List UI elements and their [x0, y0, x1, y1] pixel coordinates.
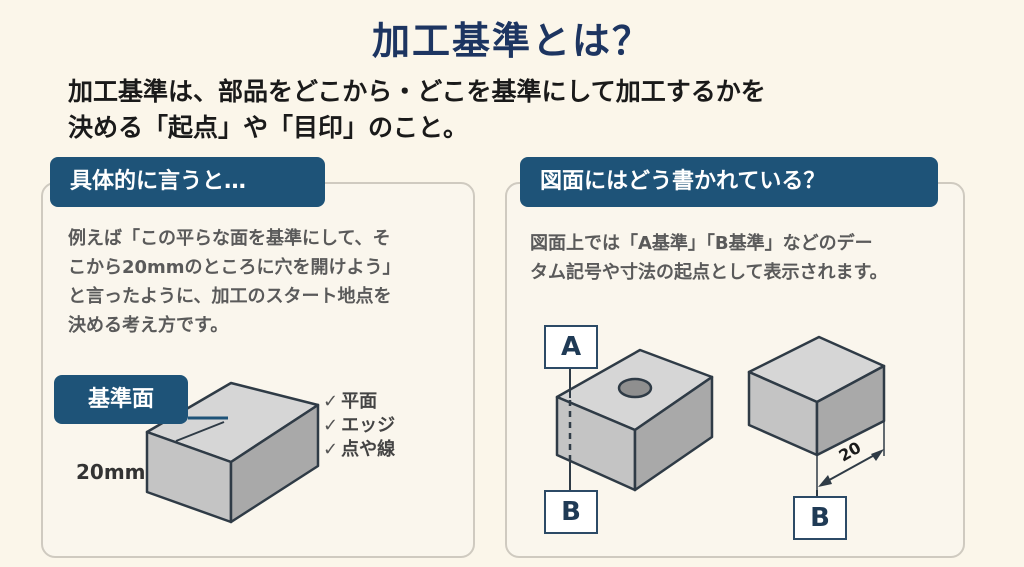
checklist-item-label: エッジ	[341, 415, 396, 436]
block-with-hole	[555, 348, 714, 492]
desc-line: 図面上では「A基準」「B基準」などのデー	[530, 233, 873, 254]
datum-a-box: A	[544, 325, 598, 369]
check-icon: ✓	[323, 415, 339, 436]
checklist-item: ✓平面	[323, 390, 395, 414]
desc-line: 決める考え方です。	[68, 315, 229, 336]
dimension-line	[821, 451, 881, 485]
drilled-hole	[617, 377, 653, 399]
datum-b-box-left: B	[544, 490, 598, 534]
dimension-guide-line	[175, 421, 225, 442]
right-panel	[505, 182, 965, 558]
desc-line: タム記号や寸法の起点として表示されます。	[530, 262, 888, 283]
plain-block	[747, 335, 886, 457]
hole-block-side-face	[633, 375, 714, 492]
subtitle: 加工基準は、部品をどこから・どこを基準にして加工するかを 決める「起点」や「目印…	[68, 74, 968, 146]
subtitle-line: 決める「起点」や「目印」のこと。	[68, 113, 469, 142]
dimension-arrow	[818, 475, 832, 487]
checklist-item-label: 点や線	[341, 439, 396, 460]
left-block-side-face	[229, 403, 320, 524]
right-panel-heading: 図面にはどう書かれている？	[520, 157, 938, 207]
checklist-item: ✓点や線	[323, 438, 395, 462]
dimension-label: 20mm	[76, 460, 146, 484]
check-icon: ✓	[323, 439, 339, 460]
datum-b-box-right: B	[793, 496, 847, 540]
desc-line: 例えば「この平らな面を基準にして、そ	[68, 228, 391, 249]
checklist-item: ✓エッジ	[323, 414, 395, 438]
page-title: 加工基準とは？	[371, 19, 652, 63]
check-icon: ✓	[323, 391, 339, 412]
checklist: ✓平面 ✓エッジ ✓点や線	[323, 390, 395, 462]
left-block	[145, 381, 320, 524]
left-panel-description: 例えば「この平らな面を基準にして、そ こから20mmのところに穴を開けよう」 と…	[68, 224, 401, 340]
subtitle-line: 加工基準は、部品をどこから・どこを基準にして加工するかを	[68, 77, 766, 106]
datum-face-badge: 基準面	[54, 375, 188, 424]
right-panel-description: 図面上では「A基準」「B基準」などのデー タム記号や寸法の起点として表示されます…	[530, 229, 888, 287]
checklist-item-label: 平面	[341, 391, 378, 412]
left-panel-heading: 具体的に言うと…	[50, 157, 325, 207]
desc-line: と言ったように、加工のスタート地点を	[68, 286, 392, 307]
desc-line: こから20mmのところに穴を開けよう」	[68, 257, 401, 278]
dimension-arrow	[871, 449, 884, 461]
